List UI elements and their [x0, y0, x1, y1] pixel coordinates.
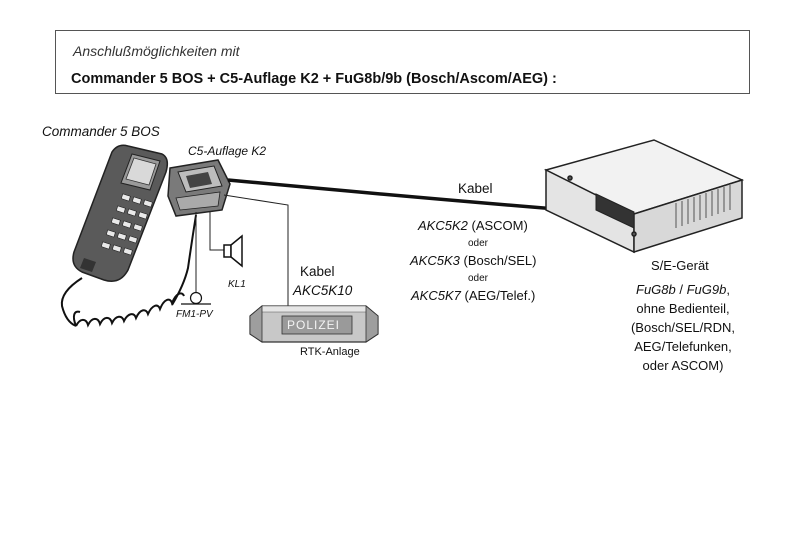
- handset-commander: [72, 144, 169, 282]
- cradle-label: C5-Auflage K2: [188, 144, 267, 158]
- fm1-label: FM1-PV: [176, 309, 213, 320]
- fm1-pv-icon: [181, 291, 211, 305]
- cable-left-title: Kabel: [300, 264, 335, 279]
- cradle-c5-auflage: [167, 159, 231, 217]
- coiled-cable: [60, 214, 197, 328]
- se-model-suffix: ,: [726, 282, 730, 297]
- cable-separator-2: oder: [468, 273, 489, 284]
- rtk-label: RTK-Anlage: [300, 346, 360, 358]
- cable-option-2-code: AKC5K3: [410, 253, 460, 268]
- se-desc-line-2: (Bosch/SEL/RDN,: [630, 320, 736, 335]
- cable-option-1-code: AKC5K2: [418, 218, 468, 233]
- se-desc-line-3: AEG/Telefunken,: [634, 339, 732, 354]
- speaker-kl1-icon: [223, 234, 243, 268]
- cable-option-1-vendor: (ASCOM): [471, 218, 528, 233]
- cable-option-1: AKC5K2 (ASCOM): [418, 218, 528, 233]
- se-desc-line-1: ohne Bedienteil,: [636, 301, 730, 316]
- cradle-wires: [195, 194, 289, 312]
- cable-option-2-vendor: (Bosch/SEL): [463, 253, 537, 268]
- rtk-unit: [249, 305, 379, 343]
- cable-separator-1: oder: [468, 238, 489, 249]
- se-description: FuG8b / FuG9b, ohne Bedienteil, (Bosch/S…: [628, 280, 738, 375]
- rtk-badge: POLIZEI: [287, 318, 341, 332]
- cable-left-code: AKC5K10: [293, 283, 353, 298]
- speaker-label: KL1: [228, 279, 246, 290]
- se-models: FuG8b / FuG9b,: [628, 280, 738, 299]
- header-subtitle: Anschlußmöglichkeiten mit: [73, 43, 240, 59]
- se-model-a: FuG8b: [636, 282, 676, 297]
- cable-option-3-code: AKC5K7: [411, 288, 461, 303]
- se-model-b: FuG9b: [686, 282, 727, 297]
- cable-option-3-vendor: (AEG/Telef.): [464, 288, 536, 303]
- se-title: S/E-Gerät: [651, 258, 709, 273]
- se-geraet-box: [543, 139, 745, 254]
- se-model-sep: /: [675, 282, 687, 297]
- header-box: Anschlußmöglichkeiten mit Commander 5 BO…: [55, 30, 750, 94]
- cable-option-3: AKC5K7 (AEG/Telef.): [411, 288, 535, 303]
- cable-right-title: Kabel: [458, 181, 493, 196]
- se-desc-line-4: oder ASCOM): [642, 358, 724, 373]
- cable-option-2: AKC5K3 (Bosch/SEL): [410, 253, 536, 268]
- cable-main: [227, 178, 593, 214]
- handset-label: Commander 5 BOS: [42, 124, 160, 139]
- header-title: Commander 5 BOS + C5-Auflage K2 + FuG8b/…: [71, 71, 557, 87]
